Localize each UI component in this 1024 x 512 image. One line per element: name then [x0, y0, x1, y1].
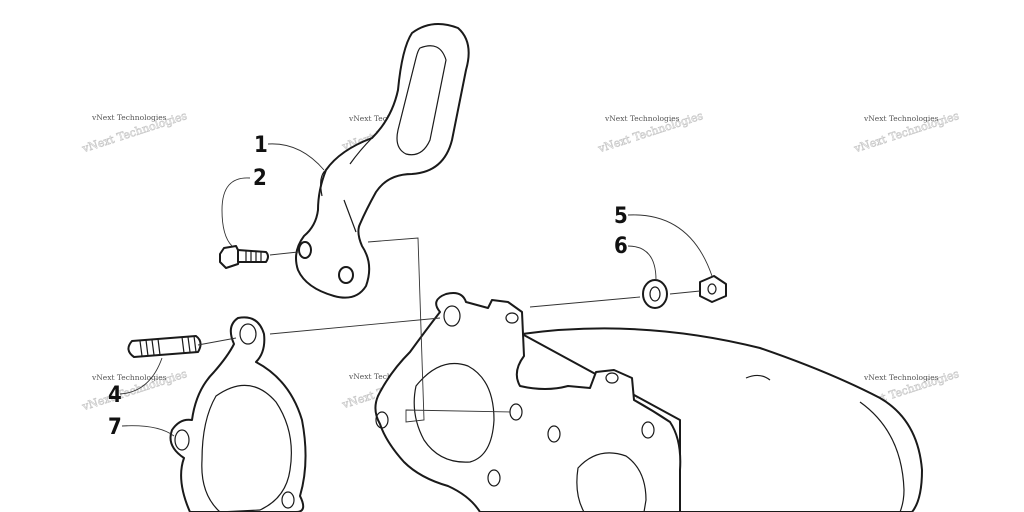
flange-boss-hole [505, 312, 519, 324]
flange-boss-hole-2 [605, 372, 619, 384]
callout-label: 4 [108, 383, 122, 408]
callout-label: 1 [254, 133, 268, 158]
flange-port-2 [576, 452, 647, 512]
housing-inner-curve [859, 401, 905, 512]
nut-body [699, 275, 727, 303]
watermark-text: vNext Technologies [604, 114, 680, 123]
bracket-part [295, 23, 470, 299]
housing-ridge [745, 374, 771, 381]
flange-hole-right [547, 425, 561, 443]
gasket-left-hole [174, 429, 190, 451]
bolt-threads [245, 251, 262, 262]
callout-leader [267, 143, 325, 171]
watermark: vNext Technologies vNext Technologies [595, 109, 705, 156]
callout-2: 2 [221, 166, 267, 247]
bracket-edge-line [320, 137, 373, 233]
bracket-mount-hole [338, 266, 354, 284]
watermark: vNext Technologies vNext Technologies [79, 109, 189, 156]
watermark-text: vNext Technologies [863, 373, 939, 382]
washer-hole [649, 286, 661, 302]
watermark-text: vNext Technologies [863, 114, 939, 123]
gasket-part [169, 316, 307, 512]
callout-4: 4 [108, 357, 163, 408]
callout-label: 5 [614, 204, 628, 229]
watermark-text: vNext Technologies [91, 113, 167, 122]
alignment-lines [197, 237, 701, 423]
watermark-text: vNext Technologies [348, 114, 424, 123]
nut-bore [707, 283, 717, 295]
gasket-bottom-hole [281, 491, 295, 509]
callout-leader [221, 177, 251, 247]
callout-1: 1 [254, 133, 325, 171]
callout-leader [627, 245, 657, 281]
bracket-slot [396, 45, 447, 156]
gasket-top-hole [239, 323, 257, 345]
washer-outer [642, 279, 668, 309]
stud-part [127, 335, 202, 358]
watermark-text: vNext Technologies [348, 372, 424, 381]
flange-hole-top [443, 305, 461, 327]
flange-port-1 [413, 362, 495, 463]
housing-flange [374, 292, 682, 512]
washer-align-line [529, 296, 641, 308]
bolt-part [219, 245, 269, 269]
manifold-housing [374, 292, 923, 512]
gasket-align-line [269, 317, 441, 335]
watermark: vNext Technologies vNext Technologies [851, 109, 961, 156]
callout-label: 7 [108, 415, 122, 440]
bracket-bolt-hole [298, 241, 312, 259]
washer-part [642, 279, 668, 309]
callout-7: 7 [108, 415, 175, 440]
nut-align-line [669, 290, 701, 295]
flange-hole-far [641, 421, 655, 439]
watermark-text: vNext Technologies [91, 373, 167, 382]
stud-threads [139, 335, 197, 357]
bolt-align-line [269, 251, 299, 256]
watermarks: vNext Technologies vNext Technologies vN… [79, 107, 961, 414]
bracket-outline [295, 23, 470, 299]
gasket-outline [169, 316, 307, 512]
bolt-shank [237, 249, 269, 263]
callout-leader [119, 357, 163, 395]
callout-5: 5 [614, 204, 713, 277]
callout-label: 2 [253, 166, 267, 191]
watermark: vNext Technologies vNext Technologies [79, 367, 189, 414]
nut-part [699, 275, 727, 303]
callout-leader [121, 425, 175, 437]
callout-label: 6 [614, 234, 628, 259]
bracket-align-line [367, 237, 511, 423]
stud-align-line [197, 337, 237, 346]
flange-hole-low [487, 469, 501, 487]
gasket-port [201, 384, 292, 512]
flange-hole-left [375, 411, 389, 429]
callouts: 1 2 4 5 6 7 [108, 133, 713, 440]
callout-6: 6 [614, 234, 657, 281]
callout-leader [627, 214, 713, 277]
